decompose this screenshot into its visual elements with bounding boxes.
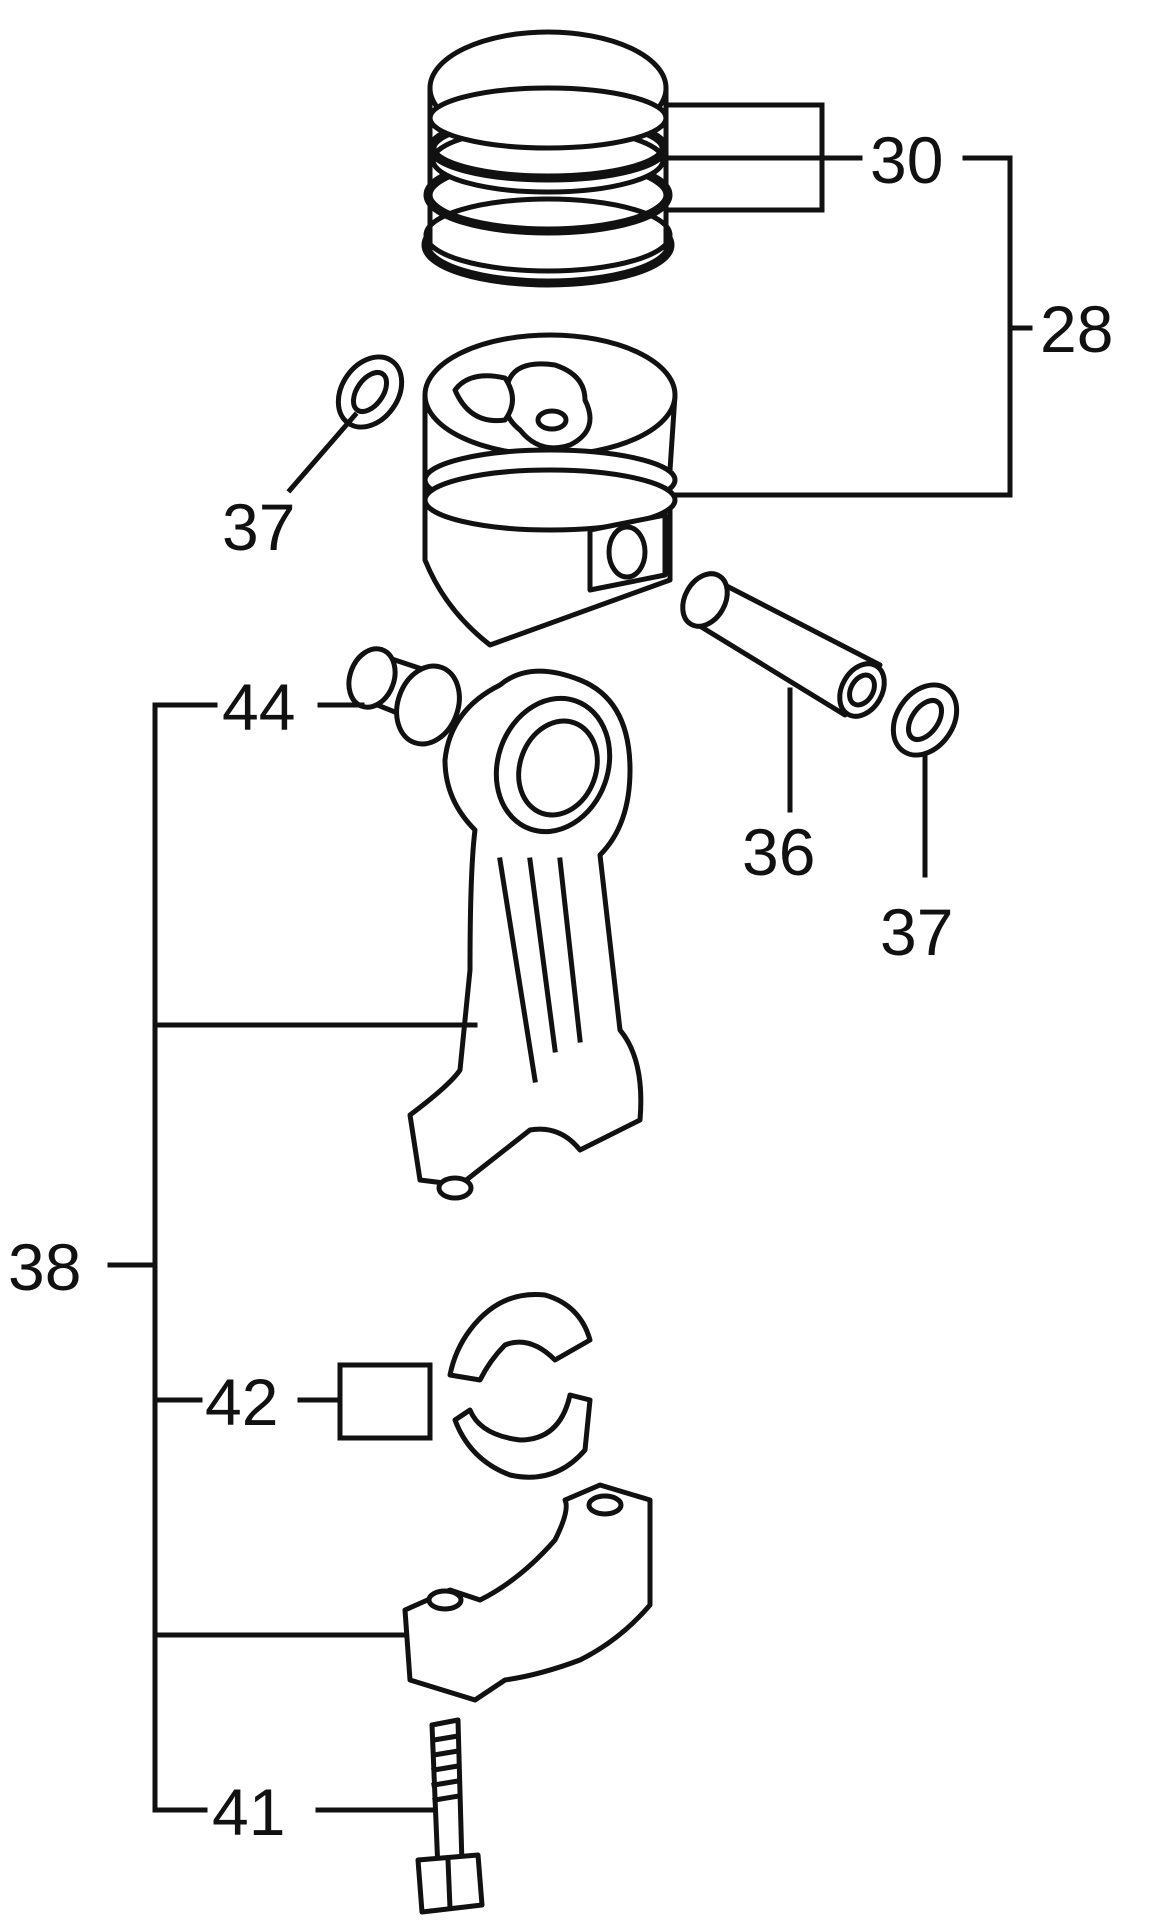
callout-37-right: 37 [880, 895, 953, 969]
small-end-bushing [346, 646, 462, 747]
connecting-rod-bolt [415, 1717, 485, 1915]
piston-rings [421, 29, 675, 288]
piston [422, 332, 678, 648]
leader-42-box [337, 1362, 433, 1441]
leader-30 [667, 102, 863, 213]
circlip-left [286, 354, 405, 494]
bearing-shells [447, 1291, 593, 1480]
callout-30: 30 [870, 123, 943, 197]
callout-42: 42 [205, 1365, 278, 1439]
callout-28: 28 [1040, 292, 1113, 366]
piston-pin [680, 571, 887, 813]
callout-38: 38 [8, 1230, 81, 1304]
rod-cap [402, 1482, 653, 1703]
bracket-38 [107, 702, 478, 1813]
callout-37-left: 37 [222, 490, 295, 564]
connecting-rod [407, 668, 644, 1201]
callout-41: 41 [212, 1775, 285, 1849]
callout-36: 36 [742, 815, 815, 889]
callout-44: 44 [222, 670, 295, 744]
circlip-right [890, 682, 960, 878]
